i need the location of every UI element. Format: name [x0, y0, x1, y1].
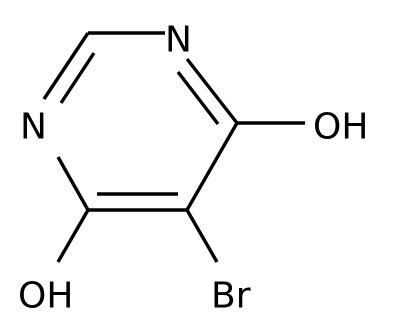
atom-label-n-left: N — [20, 107, 47, 148]
atom-label-br: Br — [211, 276, 251, 317]
bond-c6-c5 — [185, 122, 239, 211]
bond-n1-c6-inner — [176, 70, 220, 126]
atom-label-oh-right: OH — [313, 107, 368, 148]
atom-label-n-top: N — [165, 20, 192, 61]
bond-c4-oh — [56, 209, 90, 263]
bond-n3-c2 — [42, 32, 90, 100]
bond-c4-n3 — [56, 156, 90, 211]
atom-label-oh-bottom: OH — [18, 276, 73, 317]
bond-n3-c2-inner — [59, 52, 96, 104]
bond-n1-c6 — [185, 57, 239, 125]
bond-c5-br — [185, 209, 219, 263]
